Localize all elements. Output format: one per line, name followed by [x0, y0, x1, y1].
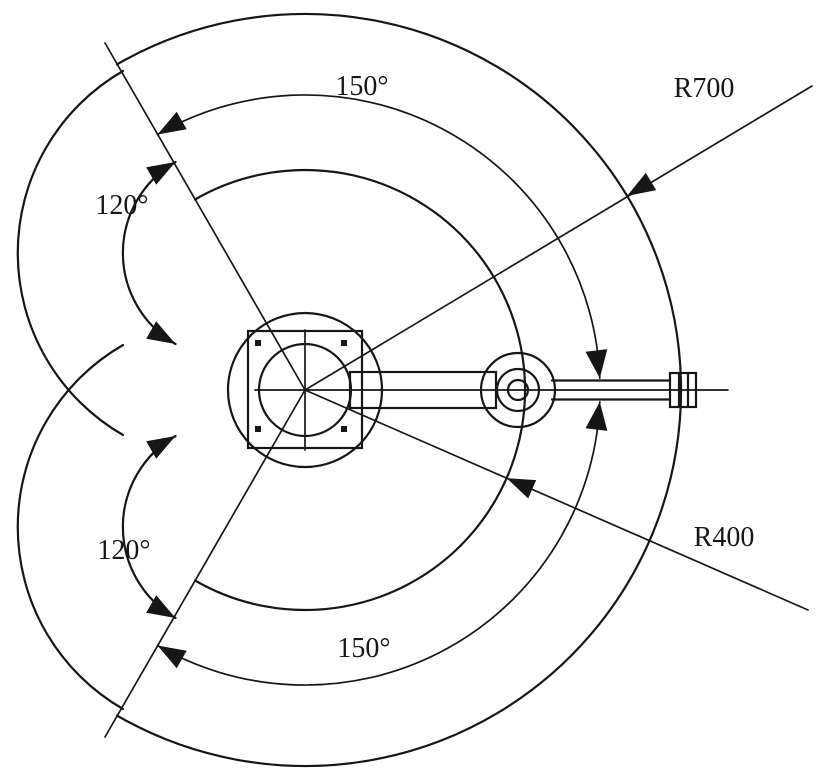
lower-sweep-label: 150°: [337, 633, 390, 664]
lower-lobe-outer-arc: [16, 343, 125, 711]
base-bolt-top-left: [255, 340, 261, 346]
lower-lobe-inner-arc: [121, 434, 177, 620]
base-circle-outer: [226, 311, 384, 469]
r700-arrowhead-icon: [627, 172, 657, 196]
lower-fold-end-arrow-icon: [146, 436, 176, 459]
r700-label: R700: [674, 73, 735, 104]
robot-body: [226, 311, 698, 469]
lower-sweep-dimension-arc: [156, 400, 601, 686]
upper-sweep-dimension-arc: [156, 94, 601, 380]
base-bolt-bottom-left: [255, 426, 261, 432]
r400-label: R400: [694, 522, 755, 553]
upper-lobe-outer-arc: [16, 69, 125, 437]
upper-sweep-end-arrow-icon: [585, 349, 608, 379]
dimension-labels: 150° R700 120° 120° R400 150°: [95, 71, 754, 664]
limit-and-leader-lines: [104, 42, 813, 738]
lower-sweep-end-arrow-icon: [585, 401, 608, 431]
upper-sweep-label: 150°: [335, 71, 388, 102]
r700-leader-line: [304, 85, 813, 391]
dimension-arrowheads: [146, 111, 657, 669]
r400-leader-line: [304, 389, 809, 611]
base-bolt-top-right: [341, 340, 347, 346]
lower-fold-label: 120°: [97, 535, 150, 566]
base-plate: [246, 329, 364, 450]
wrist-joint-mid: [495, 367, 541, 413]
end-effector-flange: [668, 371, 698, 409]
upper-fold-start-arrow-icon: [146, 162, 176, 185]
r400-arrowhead-icon: [506, 478, 537, 499]
base-bolt-bottom-right: [341, 426, 347, 432]
lower-fold-start-arrow-icon: [146, 595, 176, 618]
lower-sweep-start-arrow-icon: [157, 645, 187, 669]
upper-limit-line: [104, 42, 306, 391]
wrist-joint-hub: [506, 378, 530, 402]
upper-sweep-start-arrow-icon: [157, 111, 187, 135]
wrist-joint-outer: [479, 351, 557, 429]
upper-lobe-inner-arc: [121, 160, 177, 346]
sweep-dimension-arcs: [156, 94, 601, 686]
upper-fold-label: 120°: [95, 190, 148, 221]
upper-fold-end-arrow-icon: [146, 321, 176, 344]
